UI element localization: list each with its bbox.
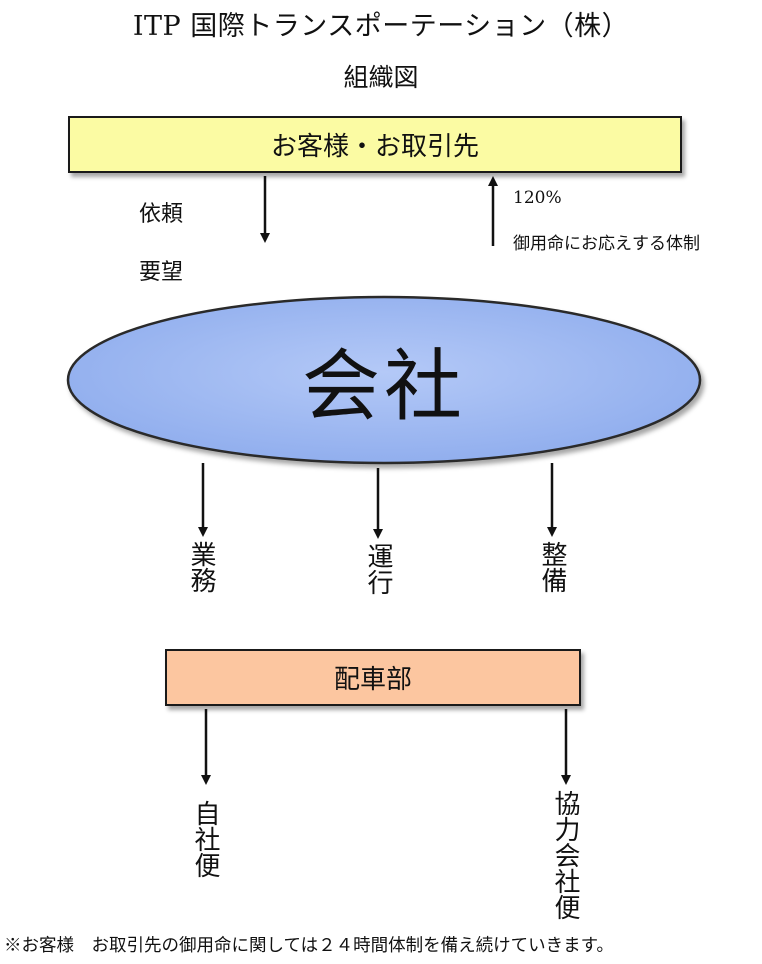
customer-box-label: お客様・お取引先 bbox=[270, 132, 479, 162]
response-percent-label: 120% bbox=[513, 188, 562, 208]
function-business-label: 業務 bbox=[186, 541, 216, 593]
dispatch-box-label: 配車部 bbox=[333, 665, 412, 695]
function-business: 業務 bbox=[186, 541, 216, 600]
chart-subtitle: 組織図 bbox=[343, 63, 419, 92]
company-label: 会社 bbox=[301, 342, 466, 432]
customer-box: お客様・お取引先 bbox=[68, 116, 682, 173]
function-maintenance-label: 整備 bbox=[537, 541, 567, 593]
dispatch-box: 配車部 bbox=[165, 649, 581, 706]
function-operation: 運行 bbox=[363, 543, 393, 602]
function-operation-label: 運行 bbox=[363, 543, 393, 595]
response-system-label: 御用命にお応えする体制 bbox=[513, 234, 700, 254]
partner-delivery-label: 協力会社便 bbox=[550, 790, 580, 920]
partner-delivery: 協力会社便 bbox=[550, 790, 580, 927]
function-maintenance: 整備 bbox=[537, 541, 567, 600]
company-ellipse bbox=[66, 295, 702, 465]
own-delivery: 自社便 bbox=[190, 800, 220, 885]
footnote: ※お客様 お取引先の御用命に関しては２４時間体制を備え続けていきます。 bbox=[4, 936, 614, 956]
request-label-2: 要望 bbox=[139, 260, 184, 285]
own-delivery-label: 自社便 bbox=[190, 800, 220, 878]
chart-title: ITP 国際トランスポーテーション（株） bbox=[132, 11, 630, 42]
request-label-1: 依頼 bbox=[139, 202, 184, 227]
